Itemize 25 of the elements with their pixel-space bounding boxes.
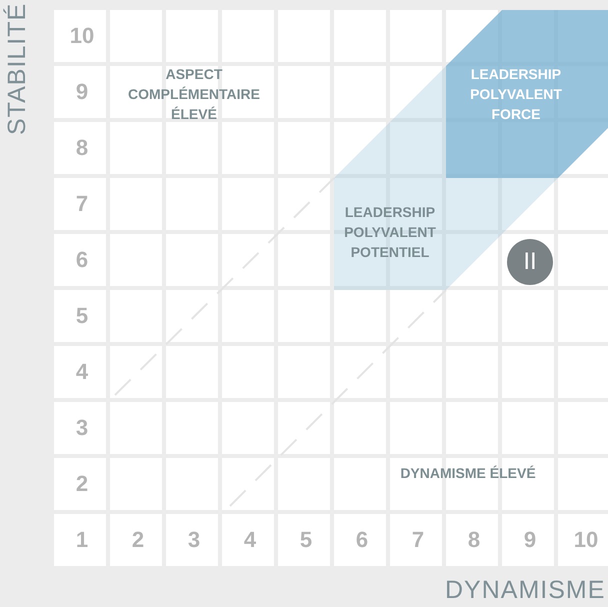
axis-title: STABILITÉ [3, 5, 31, 135]
tick-label: 9 [74, 79, 90, 105]
tick-label: 8 [466, 527, 482, 553]
region-label: ASPECT COMPLÉMENTAIRE ÉLEVÉ [127, 65, 261, 124]
region-title: LEADERSHIP POLYVALENT POTENTIEL [343, 203, 437, 262]
tick-label: 7 [410, 527, 426, 553]
tick-label: 9 [522, 527, 538, 553]
tick-label: 7 [74, 191, 90, 217]
tick-label: 5 [74, 303, 90, 329]
region-label: DYNAMISME ÉLEVÉ [399, 464, 537, 483]
tick-label: 2 [74, 471, 90, 497]
tick-label: 4 [242, 527, 258, 553]
tick-label: 2 [130, 527, 146, 553]
tick-label: 1 [74, 527, 90, 553]
tick-label: 6 [74, 247, 90, 273]
tick-label: 4 [74, 359, 90, 385]
tick-label: 10 [572, 527, 600, 553]
axis-title: DYNAMISME [445, 576, 606, 604]
tick-label: 5 [298, 527, 314, 553]
tick-label: 10 [68, 23, 96, 49]
tick-label: 6 [354, 527, 370, 553]
tick-label: 8 [74, 135, 90, 161]
tick-label: 3 [186, 527, 202, 553]
region-title: LEADERSHIP POLYVALENT FORCE [469, 65, 563, 124]
tick-label: 3 [74, 415, 90, 441]
